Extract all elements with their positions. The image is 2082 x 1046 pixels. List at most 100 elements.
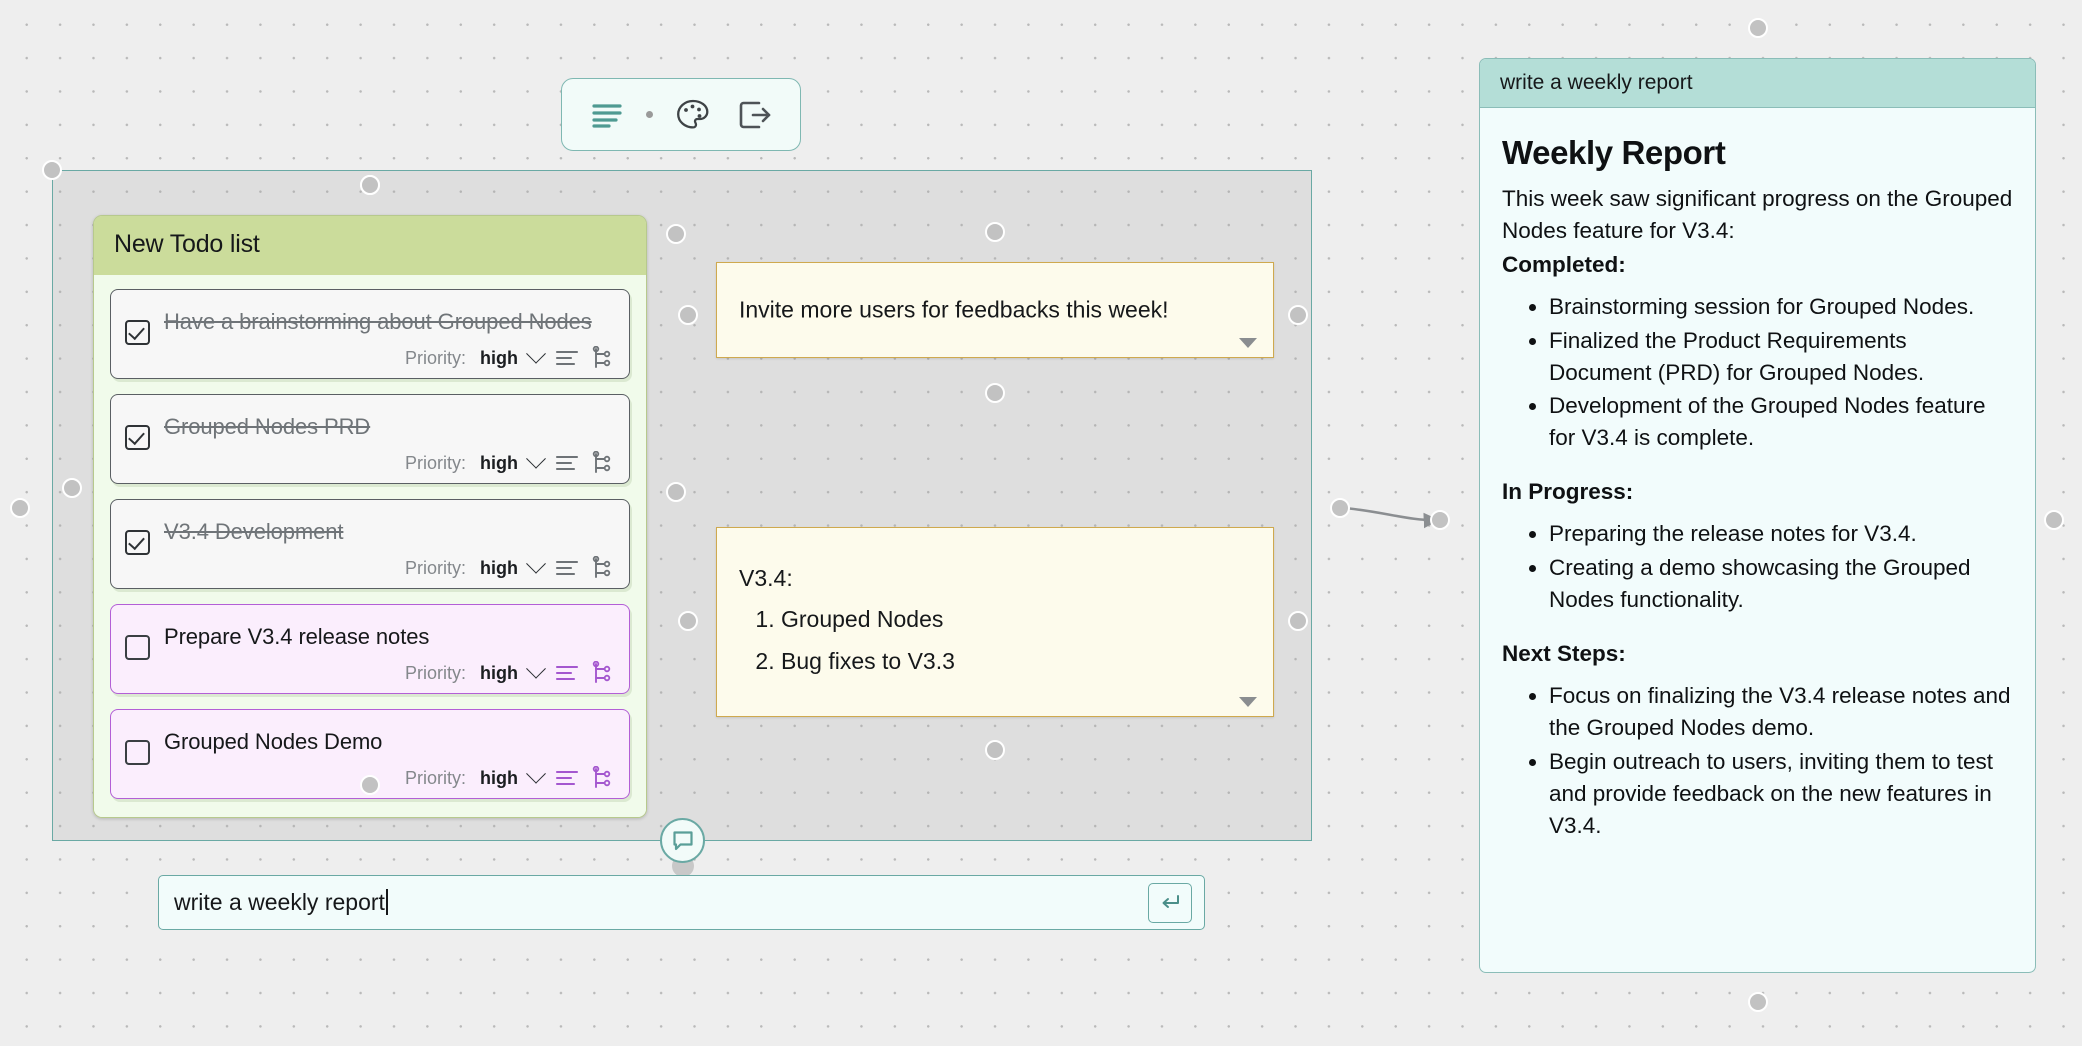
ai-prompt-bar[interactable]: write a weekly report <box>158 875 1205 930</box>
chevron-down-icon[interactable] <box>526 343 546 364</box>
floating-toolbar[interactable] <box>561 78 801 151</box>
comment-badge-button[interactable] <box>660 818 705 863</box>
format-align-button[interactable] <box>584 92 630 138</box>
report-sections: Completed: Brainstorming session for Grou… <box>1502 249 2013 842</box>
ai-report-panel[interactable]: write a weekly report Weekly Report This… <box>1479 58 2036 973</box>
node-handle-sticky2-bottom[interactable] <box>985 740 1005 760</box>
sticky-note-body: V3.4: Grouped NodesBug fixes to V3.3 <box>739 562 1233 678</box>
todo-checkbox[interactable] <box>125 530 150 555</box>
node-handle-sticky2-top[interactable] <box>985 383 1005 403</box>
node-handle-sticky2-left[interactable] <box>678 611 698 631</box>
frame-handle-mid-upper[interactable] <box>666 224 686 244</box>
description-button[interactable] <box>554 663 580 683</box>
todo-list-node[interactable]: New Todo list Have a brainstorming about… <box>93 215 647 818</box>
subtask-branch-icon <box>592 556 611 578</box>
frame-handle-right-middle[interactable] <box>1330 498 1350 518</box>
report-panel-body: Weekly Report This week saw significant … <box>1480 108 2035 868</box>
subtask-button[interactable] <box>591 766 613 790</box>
sticky-note-text: Invite more users for feedbacks this wee… <box>739 296 1169 323</box>
sticky-note-invite-users[interactable]: Invite more users for feedbacks this wee… <box>716 262 1274 358</box>
description-button[interactable] <box>554 348 580 368</box>
report-section-heading: In Progress: <box>1502 479 1634 505</box>
priority-label: Priority: <box>404 452 466 473</box>
todo-item[interactable]: Grouped Nodes PRD Priority: high <box>110 394 630 484</box>
todo-checkbox[interactable] <box>125 635 150 660</box>
expand-caret-icon[interactable] <box>1239 697 1257 707</box>
enter-key-icon <box>1162 894 1179 908</box>
chevron-down-icon[interactable] <box>526 553 546 574</box>
subtask-button[interactable] <box>591 346 613 370</box>
subtask-button[interactable] <box>591 556 613 580</box>
node-handle-sticky2-right[interactable] <box>1288 611 1308 631</box>
prompt-input-value: write a weekly report <box>174 889 385 915</box>
todo-item-title: Have a brainstorming about Grouped Nodes <box>164 309 592 335</box>
priority-label: Priority: <box>404 557 466 578</box>
description-icon <box>555 665 579 681</box>
subtask-branch-icon <box>592 451 611 473</box>
report-handle-top[interactable] <box>1748 18 1768 38</box>
report-handle-bottom[interactable] <box>1748 992 1768 1012</box>
report-panel-header: write a weekly report <box>1480 59 2035 108</box>
node-handle-todo-top[interactable] <box>360 175 380 195</box>
todo-list-items: Have a brainstorming about Grouped Nodes… <box>94 275 646 817</box>
todo-item-title: Prepare V3.4 release notes <box>164 624 430 650</box>
subtask-button[interactable] <box>591 661 613 685</box>
report-bullet-item: Focus on finalizing the V3.4 release not… <box>1549 680 2013 744</box>
todo-checkbox[interactable] <box>125 425 150 450</box>
priority-value[interactable]: high <box>480 452 518 473</box>
chevron-down-icon[interactable] <box>526 448 546 469</box>
priority-value[interactable]: high <box>480 662 518 683</box>
report-bullet-item: Begin outreach to users, inviting them t… <box>1549 746 2013 842</box>
todo-item-title: V3.4 Development <box>164 519 344 545</box>
report-bullet-list: Brainstorming session for Grouped Nodes.… <box>1502 291 2013 455</box>
report-bullet-list: Preparing the release notes for V3.4.Cre… <box>1502 518 2013 616</box>
node-handle-sticky1-left[interactable] <box>678 305 698 325</box>
description-icon <box>555 770 579 786</box>
priority-value[interactable]: high <box>480 557 518 578</box>
report-section-heading: Completed: <box>1502 251 1626 277</box>
priority-value[interactable]: high <box>480 347 518 368</box>
expand-caret-icon[interactable] <box>1239 338 1257 348</box>
prompt-submit-button[interactable] <box>1148 882 1192 923</box>
frame-handle-bottom-center[interactable] <box>360 775 380 795</box>
sticky-list-item: Bug fixes to V3.3 <box>781 645 1233 678</box>
description-button[interactable] <box>554 558 580 578</box>
priority-label: Priority: <box>404 662 466 683</box>
report-handle-right[interactable] <box>2044 510 2064 530</box>
report-intro: This week saw significant progress on th… <box>1502 185 2013 243</box>
prompt-input[interactable]: write a weekly report <box>174 889 1148 916</box>
export-icon <box>739 101 771 128</box>
chevron-down-icon[interactable] <box>526 763 546 784</box>
frame-handle-left-middle[interactable] <box>62 478 82 498</box>
sticky-note-v34-plan[interactable]: V3.4: Grouped NodesBug fixes to V3.3 <box>716 527 1274 717</box>
todo-checkbox[interactable] <box>125 320 150 345</box>
chevron-down-icon[interactable] <box>526 658 546 679</box>
priority-value[interactable]: high <box>480 767 518 788</box>
node-handle-sticky1-top[interactable] <box>985 222 1005 242</box>
report-bullet-item: Brainstorming session for Grouped Nodes. <box>1549 291 2013 323</box>
frame-handle-mid-lower[interactable] <box>666 482 686 502</box>
description-button[interactable] <box>554 453 580 473</box>
subtask-button[interactable] <box>591 451 613 475</box>
subtask-branch-icon <box>592 766 611 788</box>
frame-handle-top-left[interactable] <box>42 160 62 180</box>
text-caret <box>385 889 388 915</box>
subtask-branch-icon <box>592 661 611 683</box>
todo-checkbox[interactable] <box>125 740 150 765</box>
todo-item[interactable]: Have a brainstorming about Grouped Nodes… <box>110 289 630 379</box>
node-handle-sticky1-right[interactable] <box>1288 305 1308 325</box>
report-handle-left[interactable] <box>1430 510 1450 530</box>
color-palette-button[interactable] <box>670 92 716 138</box>
export-button[interactable] <box>732 92 778 138</box>
todo-item-title: Grouped Nodes PRD <box>164 414 371 440</box>
report-bullet-item: Finalized the Product Requirements Docum… <box>1549 325 2013 389</box>
subtask-branch-icon <box>592 346 611 368</box>
description-button[interactable] <box>554 768 580 788</box>
sticky-note-heading: V3.4: <box>739 565 793 591</box>
report-bullet-list: Focus on finalizing the V3.4 release not… <box>1502 680 2013 842</box>
description-icon <box>555 455 579 471</box>
canvas-handle-far-left[interactable] <box>10 498 30 518</box>
